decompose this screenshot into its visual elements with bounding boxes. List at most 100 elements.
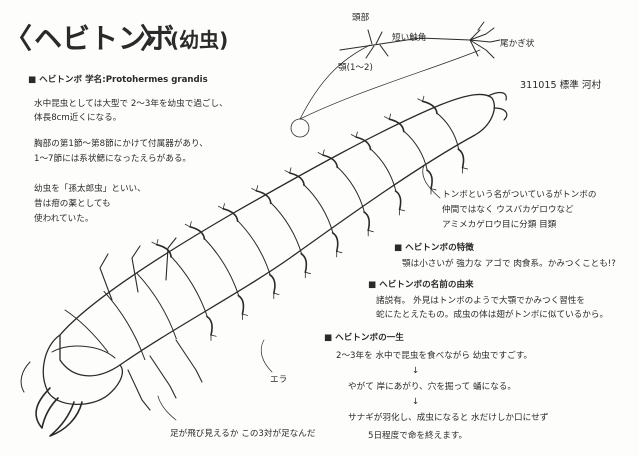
traits-text: 顎は小さいが 強力な アゴで 肉食系。かみつくことも!?: [402, 257, 616, 269]
gill-filament-top: [238, 296, 243, 315]
gill-filament-bottom-tip: [218, 203, 225, 209]
relation-line-2: 仲間ではなく ウスバカゲロウなど: [442, 203, 574, 215]
body-segment-line: [170, 256, 208, 319]
title-open-bracket: 〈: [4, 22, 32, 55]
life-line-1: 2～3年を 水中で昆虫を食べながら 幼虫ですごす。: [336, 349, 532, 361]
gill-filament-top: [427, 170, 432, 189]
thorax-ridge: [65, 310, 108, 352]
body-segment-line: [303, 184, 333, 234]
tail-hook-2: [494, 108, 507, 120]
relation-line-1: トンボという名がついているがトンボの: [442, 188, 596, 200]
callout-tail-hooks: 尾かぎ状: [500, 37, 535, 49]
gill-filament-top-tip: [337, 251, 343, 257]
gill-filament-bottom-tip: [418, 96, 425, 102]
life-line-3: サナギが羽化し、成虫になると 水だけしか口にせず: [348, 411, 548, 423]
life-arrow-1: ↓: [412, 366, 419, 376]
gill-filament-top-tip: [463, 168, 469, 174]
collector-note: 311015 標準 河村: [520, 79, 602, 91]
life-section: ■ ヘビトンボの一生 2～3年を 水中で昆虫を食べながら 幼虫ですごす。 ↓ や…: [324, 331, 548, 441]
intro-line-1: 水中昆虫としては大型で 2～3年を幼虫で過ごし、: [34, 97, 228, 109]
head-capsule: [43, 335, 122, 404]
intro-paragraph: 水中昆虫としては大型で 2～3年を幼虫で過ごし、 体長8cm近くになる。: [34, 97, 228, 123]
body-segment-line: [270, 202, 302, 255]
gill-filament-top-tip: [274, 293, 280, 299]
body-outline: [60, 94, 494, 375]
body-segments: [104, 113, 459, 360]
gill-filament-top-tip: [305, 272, 311, 278]
callout-legs: 足が飛び見えるか この3対が足なんだ: [170, 427, 316, 439]
gill-filament-top-tip: [368, 230, 374, 236]
gills-paragraph: 胸部の第1節～第8節にかけて付属器があり、 1～7節には系状鰓になったえらがある…: [34, 137, 208, 164]
traits-heading: ■ ヘビトンボの特徴: [394, 241, 474, 253]
inset-pointer-line-2: [300, 50, 480, 119]
name-origin-heading: ■ ヘビトンボの名前の由来: [368, 278, 474, 290]
gill-filament-top: [301, 254, 306, 273]
body-segment-line: [204, 238, 240, 298]
relation-line-3: アミメカゲロウ目に分類 目類: [442, 218, 557, 230]
title-close-bracket: 〉: [140, 22, 168, 55]
leg-3: [166, 238, 176, 280]
body-segment-line: [436, 113, 459, 150]
gill-filament-bottom-tip: [285, 168, 292, 174]
life-heading: ■ ヘビトンボの一生: [324, 331, 404, 343]
medicine-paragraph: 幼虫を「孫太郎虫」といい、 昔は疳の薬としても 使われていた。: [34, 182, 146, 224]
legs-pointer: [158, 396, 176, 420]
title-suffix: (幼虫): [170, 28, 228, 52]
medicine-line-3: 使われていた。: [34, 212, 93, 224]
gill-pointer: [261, 340, 272, 372]
leg-6: [176, 340, 202, 382]
gill-filament-bottom-tip: [251, 185, 258, 191]
left-mandible: [36, 388, 58, 428]
relation-paragraph: トンボという名がついているがトンボの 仲間ではなく ウスバカゲロウなど アミメカ…: [423, 165, 597, 230]
gill-callout: エラ: [261, 340, 287, 385]
name-origin-line-2: 蛇にたとえたもの。成虫の体は翅がトンボに似ているから。: [376, 308, 608, 320]
gill-filament-top: [396, 191, 401, 210]
gills-line-1: 胸部の第1節～第8節にかけて付属器があり、: [34, 137, 208, 149]
life-line-2: やがて 岸にあがり、穴を掘って 蛹になる。: [348, 380, 516, 392]
callout-jaw: 顎(1～2): [338, 62, 373, 73]
inset-tail-bristles: [470, 22, 500, 58]
species-line: ■ ヘビトンボ 学名:Protohermes grandis: [28, 73, 208, 85]
body-segment-line: [337, 166, 365, 213]
gill-filament-top-tip: [242, 314, 248, 320]
gill-filament-bottom-tip: [185, 221, 192, 227]
head-ridge: [52, 346, 115, 358]
body-segment-line: [370, 148, 396, 192]
tail-hook-1: [488, 93, 506, 100]
gills-line-2: 1～7節には系状鰓になったえらがある。: [34, 152, 191, 164]
gill-filament-bottom-tip: [384, 114, 391, 120]
gill-filaments-bottom: [152, 96, 437, 257]
name-origin-line-1: 諸説有。 外見はトンボのようで大顎でかみつく習性を: [376, 294, 585, 306]
leg-2: [132, 246, 140, 292]
callout-gills: エラ: [270, 374, 287, 385]
gill-filament-bottom-tip: [351, 132, 358, 138]
right-mandible: [50, 402, 82, 436]
gill-filament-top: [364, 212, 369, 231]
callout-head: 頭部: [352, 11, 370, 23]
gill-filament-top: [207, 317, 212, 336]
left-antenna: [21, 362, 30, 392]
inset-pointer-line-1: [300, 45, 370, 119]
leg-5: [150, 356, 176, 398]
name-origin-section: ■ ヘビトンボの名前の由来 諸説有。 外見はトンボのようで大顎でかみつく習性を …: [368, 278, 608, 320]
gill-filament-bottom-tip: [152, 239, 159, 245]
body-segment-line: [237, 220, 271, 276]
body-segment-line: [137, 273, 177, 339]
body-segment-line: [104, 291, 145, 360]
gill-filament-top: [333, 233, 338, 252]
gill-filament-top-tip: [211, 335, 217, 341]
life-line-4: 5日程度で命を終えます。: [368, 429, 467, 441]
medicine-line-1: 幼虫を「孫太郎虫」といい、: [34, 182, 146, 194]
gill-filament-top: [270, 275, 275, 294]
traits-section: ■ ヘビトンボの特徴 顎は小さいが 強力な アゴで 肉食系。かみつくことも!?: [394, 241, 616, 269]
leg-4: [128, 370, 150, 410]
gill-filament-top: [458, 149, 463, 168]
callout-antenna: 短い触角: [392, 31, 426, 43]
intro-line-2: 体長8cm近くになる。: [34, 111, 121, 123]
gill-filament-top-tip: [400, 210, 406, 216]
inset-pointer-circle: [291, 119, 309, 137]
life-arrow-2: ↓: [412, 397, 419, 407]
medicine-line-2: 昔は疳の薬としても: [34, 197, 111, 209]
